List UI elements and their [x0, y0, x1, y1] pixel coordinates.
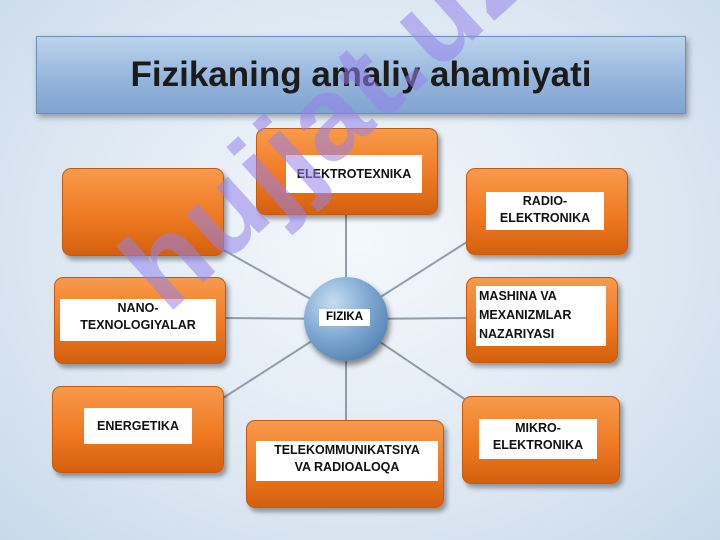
label-nano: NANO- TEXNOLOGIYALAR [60, 299, 216, 341]
label-energetika: ENERGETIKA [84, 408, 192, 444]
label-elektrotexnika: ELEKTROTEXNIKA [286, 155, 422, 193]
label-telekom: TELEKOMMUNIKATSIYA VA RADIOALOQA [256, 441, 438, 481]
label-radio-elektronika: RADIO- ELEKTRONIKA [486, 192, 604, 230]
center-label: FIZIKA [319, 309, 370, 326]
node-empty [62, 168, 224, 256]
title-bar: Fizikaning amaliy ahamiyati [36, 36, 686, 114]
label-mashina: MASHINA VA MEXANIZMLAR NAZARIYASI [476, 286, 606, 346]
page-title: Fizikaning amaliy ahamiyati [130, 55, 592, 94]
label-mikro-elektronika: MIKRO- ELEKTRONIKA [479, 419, 597, 459]
